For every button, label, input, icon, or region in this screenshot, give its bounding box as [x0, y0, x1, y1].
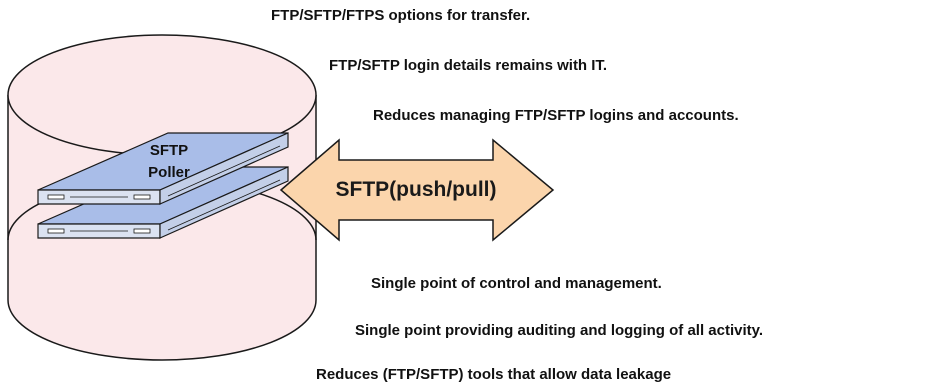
benefit-data-leakage: Reduces (FTP/SFTP) tools that allow data…	[316, 366, 672, 383]
benefit-single-control: Single point of control and management.	[371, 275, 662, 292]
server-upper	[37, 132, 289, 205]
server-label-line1: SFTP	[149, 142, 189, 159]
benefit-transfer-options: FTP/SFTP/FTPS options for transfer.	[271, 7, 531, 24]
benefit-auditing-logging: Single point providing auditing and logg…	[355, 322, 764, 339]
benefit-login-details: FTP/SFTP login details remains with IT.	[329, 57, 608, 74]
push-pull-double-arrow	[279, 138, 555, 242]
benefit-reduces-logins: Reduces managing FTP/SFTP logins and acc…	[373, 107, 739, 124]
server-label-line2: Poller	[148, 164, 190, 181]
arrow-label: SFTP(push/pull)	[335, 178, 497, 201]
